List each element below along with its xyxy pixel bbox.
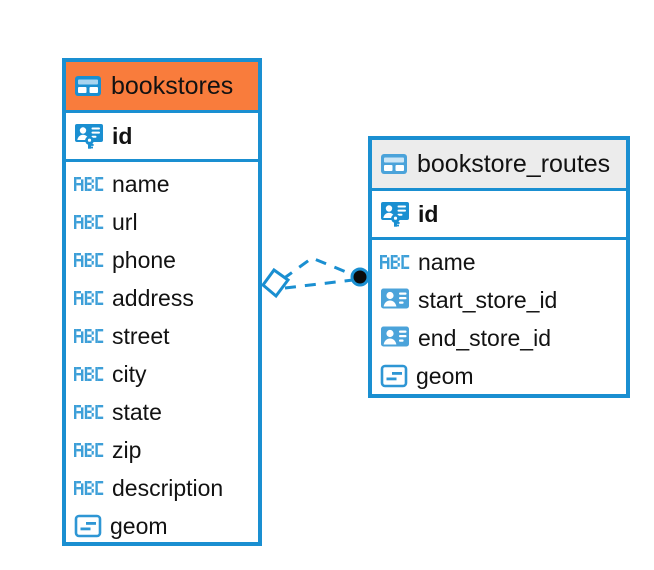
- field-label-geom: geom: [416, 362, 474, 389]
- field-row-name[interactable]: name: [66, 165, 258, 203]
- abc-text-icon: [74, 367, 104, 381]
- entity-bookstore-routes[interactable]: bookstore_routes: [368, 136, 630, 398]
- field-label-street: street: [112, 322, 170, 349]
- primary-key-section-bookstore-routes: id: [372, 188, 626, 240]
- field-label-name: name: [112, 170, 170, 197]
- field-row-end-store-id[interactable]: end_store_id: [372, 319, 626, 357]
- relationship-line-lower: [284, 278, 354, 290]
- primary-key-icon: [381, 202, 409, 227]
- foreign-key-icon: [381, 288, 409, 309]
- field-label-url: url: [112, 208, 138, 235]
- abc-text-icon: [74, 177, 104, 191]
- diamond-marker: [260, 267, 291, 299]
- field-row-url[interactable]: url: [66, 203, 258, 241]
- entity-bookstores[interactable]: bookstores: [62, 58, 262, 546]
- field-row-state[interactable]: state: [66, 393, 258, 431]
- abc-text-icon: [74, 215, 104, 229]
- field-label-city: city: [112, 360, 147, 387]
- field-label-end-store-id: end_store_id: [418, 324, 551, 351]
- field-label-id: id: [112, 122, 133, 149]
- field-row-start-store-id[interactable]: start_store_id: [372, 281, 626, 319]
- filled-circle-marker: [350, 267, 370, 287]
- field-row-street[interactable]: street: [66, 317, 258, 355]
- field-label-geom: geom: [110, 512, 168, 539]
- field-label-state: state: [112, 398, 162, 425]
- abc-text-icon: [74, 253, 104, 267]
- field-label-name: name: [418, 248, 476, 275]
- field-row-geom[interactable]: geom: [372, 357, 626, 395]
- primary-key-section-bookstores: id: [66, 110, 258, 162]
- abc-text-icon: [74, 405, 104, 419]
- entity-title-bookstores: bookstores: [111, 71, 234, 100]
- field-row-zip[interactable]: zip: [66, 431, 258, 469]
- field-row-city[interactable]: city: [66, 355, 258, 393]
- table-icon: [75, 76, 101, 96]
- field-label-description: description: [112, 474, 224, 501]
- primary-key-icon: [75, 124, 103, 149]
- abc-text-icon: [74, 443, 104, 457]
- field-row-id[interactable]: id: [66, 113, 258, 159]
- field-label-phone: phone: [112, 246, 176, 273]
- field-row-name[interactable]: name: [372, 243, 626, 281]
- field-row-phone[interactable]: phone: [66, 241, 258, 279]
- abc-text-icon: [74, 329, 104, 343]
- relationship-line-upper: [282, 256, 357, 281]
- field-label-id: id: [418, 200, 439, 227]
- entity-header-bookstore-routes[interactable]: bookstore_routes: [372, 140, 626, 188]
- field-label-zip: zip: [112, 436, 142, 463]
- field-label-address: address: [112, 284, 194, 311]
- abc-text-icon: [74, 481, 104, 495]
- columns-section-bookstore-routes: name start_store_id: [372, 240, 626, 397]
- field-label-start-store-id: start_store_id: [418, 286, 558, 313]
- entity-header-bookstores[interactable]: bookstores: [66, 62, 258, 110]
- field-row-description[interactable]: description: [66, 469, 258, 507]
- abc-text-icon: [380, 255, 410, 269]
- columns-section-bookstores: name url: [66, 162, 258, 547]
- foreign-key-icon: [381, 326, 409, 347]
- field-row-geom[interactable]: geom: [66, 507, 258, 545]
- geometry-icon: [74, 514, 102, 538]
- field-row-id[interactable]: id: [372, 191, 626, 237]
- geometry-icon: [380, 364, 408, 388]
- table-icon: [381, 154, 407, 174]
- field-row-address[interactable]: address: [66, 279, 258, 317]
- abc-text-icon: [74, 291, 104, 305]
- entity-title-bookstore-routes: bookstore_routes: [417, 149, 611, 178]
